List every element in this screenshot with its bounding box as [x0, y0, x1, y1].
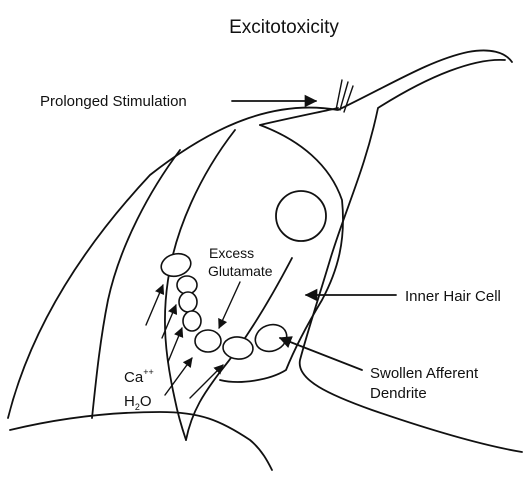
vesicle	[252, 320, 291, 355]
label-dendrite: Dendrite	[370, 385, 427, 402]
influx-arrow	[146, 285, 163, 325]
label-swollen-afferent: Swollen Afferent	[370, 365, 479, 382]
influx-arrow	[190, 365, 223, 398]
diagram-title: Excitotoxicity	[229, 17, 339, 38]
supporting-cell-boundary-middle	[165, 130, 235, 440]
basement-line	[10, 412, 272, 470]
label-calcium: Ca++	[124, 367, 154, 386]
vesicle	[183, 311, 201, 331]
vesicle	[159, 250, 194, 279]
label-prolonged-stimulation: Prolonged Stimulation	[40, 93, 187, 110]
vesicle	[222, 336, 254, 361]
pointer-arrow-glutamate	[219, 282, 240, 328]
label-glutamate: Glutamate	[208, 263, 273, 279]
label-water: H2O	[124, 393, 152, 412]
label-excess: Excess	[209, 245, 254, 261]
nucleus	[276, 191, 326, 241]
vesicle	[195, 330, 221, 352]
influx-arrow	[168, 328, 182, 362]
vesicle	[179, 292, 197, 312]
label-inner-hair-cell: Inner Hair Cell	[405, 288, 501, 305]
inner-hair-cell-apex	[260, 108, 338, 125]
